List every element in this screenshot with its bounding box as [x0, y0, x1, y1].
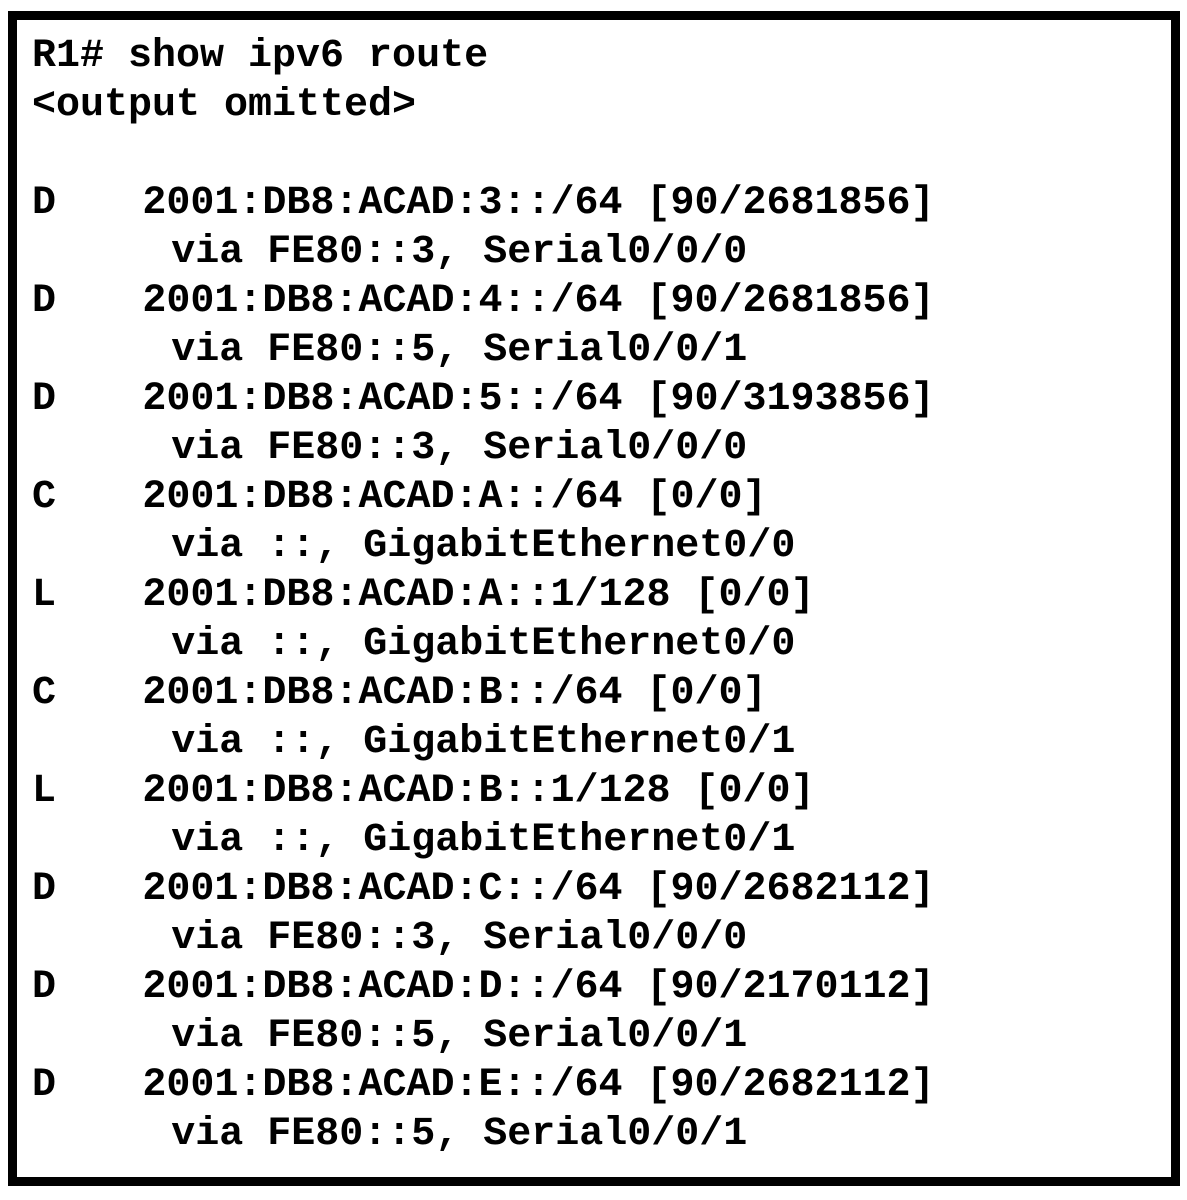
route-entry: L 2001:DB8:ACAD:B::1/128 [0/0] via ::, Gi… [32, 767, 1161, 865]
route-prefix: 2001:DB8:ACAD:B::1/128 [0/0] [142, 769, 815, 814]
route-entry: D 2001:DB8:ACAD:3::/64 [90/2681856] via F… [32, 179, 1161, 277]
command-line: R1# show ipv6 route [32, 34, 489, 79]
terminal-output-panel: R1# show ipv6 route <output omitted> D 20… [8, 11, 1180, 1186]
route-entry: D 2001:DB8:ACAD:E::/64 [90/2682112] via F… [32, 1061, 1161, 1159]
route-code: D [32, 965, 57, 1010]
route-via-line: via ::, GigabitEthernet0/0 [171, 524, 796, 569]
route-code: D [32, 867, 57, 912]
blank-line [32, 130, 1161, 179]
route-prefix: 2001:DB8:ACAD:C::/64 [90/2682112] [142, 867, 935, 912]
route-via-line: via ::, GigabitEthernet0/0 [171, 622, 796, 667]
route-entry: L 2001:DB8:ACAD:A::1/128 [0/0] via ::, Gi… [32, 571, 1161, 669]
route-prefix-line: D 2001:DB8:ACAD:E::/64 [90/2682112] [32, 1061, 1161, 1110]
route-via-line: via ::, GigabitEthernet0/1 [171, 818, 796, 863]
route-prefix-line: C 2001:DB8:ACAD:B::/64 [0/0] [32, 669, 1161, 718]
route-prefix: 2001:DB8:ACAD:E::/64 [90/2682112] [142, 1063, 935, 1108]
route-code: D [32, 1063, 57, 1108]
route-via-line: via FE80::5, Serial0/0/1 [171, 1014, 748, 1059]
route-prefix-line: D 2001:DB8:ACAD:D::/64 [90/2170112] [32, 963, 1161, 1012]
route-prefix: 2001:DB8:ACAD:D::/64 [90/2170112] [142, 965, 935, 1010]
route-entry: C 2001:DB8:ACAD:A::/64 [0/0] via ::, Giga… [32, 473, 1161, 571]
route-via-line: via FE80::3, Serial0/0/0 [171, 230, 748, 275]
route-prefix-line: C 2001:DB8:ACAD:A::/64 [0/0] [32, 473, 1161, 522]
route-via-line: via FE80::3, Serial0/0/0 [171, 426, 748, 471]
route-entry: D 2001:DB8:ACAD:5::/64 [90/3193856] via F… [32, 375, 1161, 473]
route-code: C [32, 671, 57, 716]
route-entry: D 2001:DB8:ACAD:D::/64 [90/2170112] via F… [32, 963, 1161, 1061]
route-code: D [32, 279, 57, 324]
route-prefix-line: D 2001:DB8:ACAD:5::/64 [90/3193856] [32, 375, 1161, 424]
route-code: C [32, 475, 57, 520]
route-prefix: 2001:DB8:ACAD:B::/64 [0/0] [142, 671, 767, 716]
route-via-line: via FE80::5, Serial0/0/1 [171, 1112, 748, 1157]
route-prefix-line: D 2001:DB8:ACAD:4::/64 [90/2681856] [32, 277, 1161, 326]
route-prefix-line: L 2001:DB8:ACAD:A::1/128 [0/0] [32, 571, 1161, 620]
route-code: L [32, 769, 57, 814]
route-prefix: 2001:DB8:ACAD:4::/64 [90/2681856] [142, 279, 935, 324]
route-prefix: 2001:DB8:ACAD:5::/64 [90/3193856] [142, 377, 935, 422]
route-code: D [32, 181, 57, 226]
route-code: L [32, 573, 57, 618]
route-prefix: 2001:DB8:ACAD:A::/64 [0/0] [142, 475, 767, 520]
route-prefix-line: D 2001:DB8:ACAD:3::/64 [90/2681856] [32, 179, 1161, 228]
route-entry: C 2001:DB8:ACAD:B::/64 [0/0] via ::, Giga… [32, 669, 1161, 767]
route-prefix: 2001:DB8:ACAD:3::/64 [90/2681856] [142, 181, 935, 226]
route-via-line: via ::, GigabitEthernet0/1 [171, 720, 796, 765]
route-prefix-line: L 2001:DB8:ACAD:B::1/128 [0/0] [32, 767, 1161, 816]
route-entry: D 2001:DB8:ACAD:4::/64 [90/2681856] via F… [32, 277, 1161, 375]
route-prefix-line: D 2001:DB8:ACAD:C::/64 [90/2682112] [32, 865, 1161, 914]
route-via-line: via FE80::5, Serial0/0/1 [171, 328, 748, 373]
route-entry: D 2001:DB8:ACAD:C::/64 [90/2682112] via F… [32, 865, 1161, 963]
route-prefix: 2001:DB8:ACAD:A::1/128 [0/0] [142, 573, 815, 618]
route-code: D [32, 377, 57, 422]
route-via-line: via FE80::3, Serial0/0/0 [171, 916, 748, 961]
output-omitted-line: <output omitted> [32, 83, 417, 128]
